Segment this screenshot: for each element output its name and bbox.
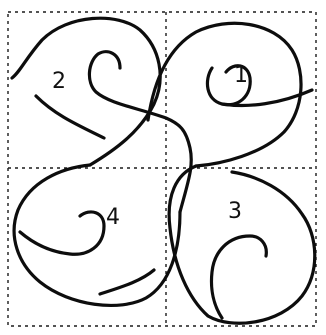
dashed-grid bbox=[8, 12, 316, 326]
quadrant-1-number: 1 bbox=[234, 63, 248, 88]
scroll-3-inner-spiral bbox=[211, 236, 266, 318]
scroll-2-outer-curve bbox=[12, 18, 160, 165]
scroll-1-outer-curve bbox=[148, 23, 301, 166]
scroll-4-outer-curve bbox=[14, 165, 180, 305]
scroll-2-inner-spiral bbox=[89, 52, 191, 212]
scroll-4-tail bbox=[100, 270, 154, 294]
scroll-4-inner-spiral bbox=[20, 212, 104, 254]
scroll-quadrant-4: 4 bbox=[14, 165, 180, 305]
quadrant-4-number: 4 bbox=[106, 205, 120, 230]
scroll-3-outer-curve bbox=[169, 166, 315, 323]
scroll-quadrant-1: 1 bbox=[148, 23, 312, 166]
quadrant-2-number: 2 bbox=[52, 69, 66, 94]
scroll-2-tail bbox=[36, 96, 104, 138]
grid-border bbox=[8, 12, 316, 326]
scroll-quadrant-3: 3 bbox=[169, 166, 315, 323]
quadrant-3-number: 3 bbox=[228, 199, 242, 224]
